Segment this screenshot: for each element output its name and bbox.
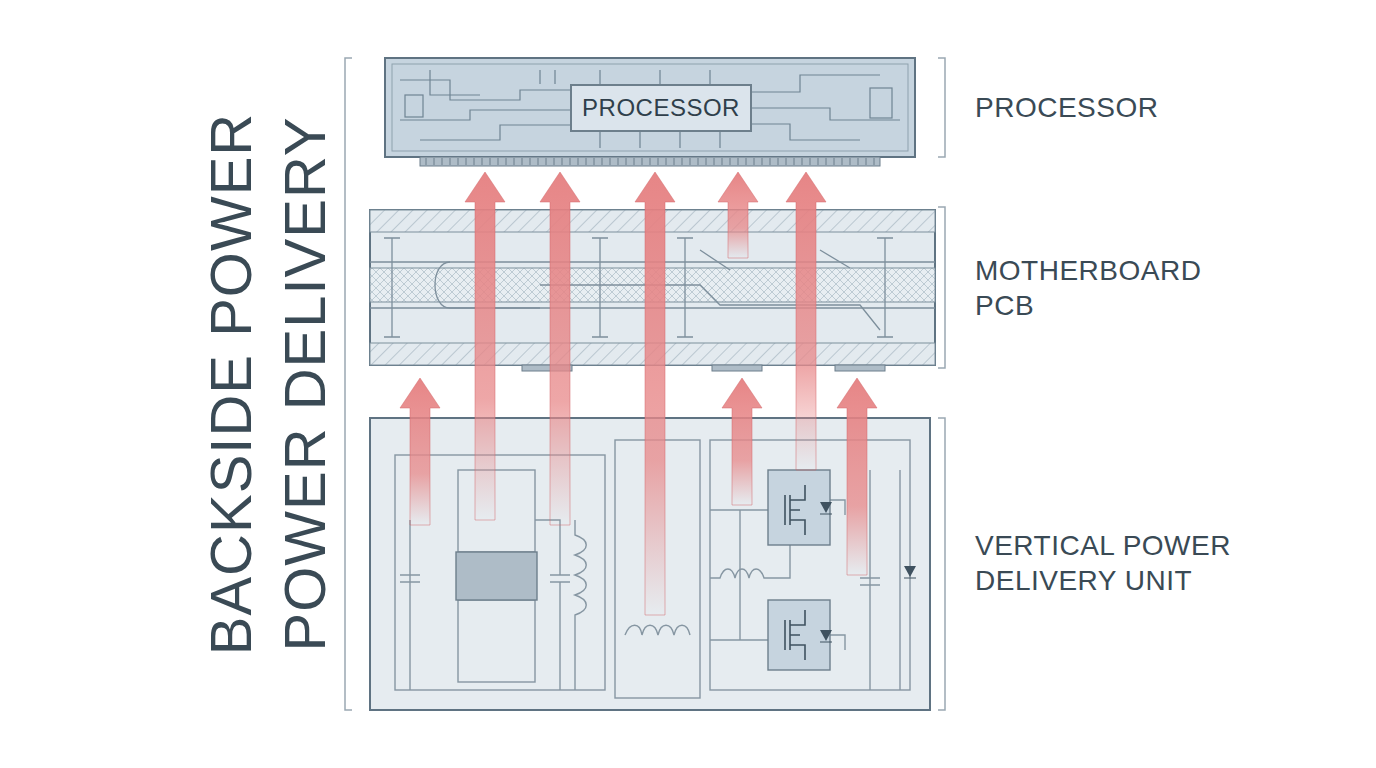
power-arrow — [722, 378, 762, 505]
power-arrow — [786, 172, 826, 470]
power-arrows — [400, 172, 877, 615]
power-arrow — [718, 172, 758, 258]
title: BACKSIDE POWER POWER DELIVERY — [194, 84, 342, 684]
power-arrow — [465, 172, 505, 520]
section-label: PROCESSOR — [975, 90, 1235, 125]
power-arrow — [540, 172, 580, 525]
processor-package — [385, 58, 915, 166]
power-arrow — [400, 378, 440, 525]
chip-label: PROCESSOR — [582, 94, 740, 122]
section-label: MOTHERBOARD PCB — [975, 253, 1205, 323]
section-label: VERTICAL POWER DELIVERY UNIT — [975, 528, 1237, 598]
power-arrow — [635, 172, 675, 615]
label-box: PROCESSOR — [570, 84, 752, 132]
power-arrow — [837, 378, 877, 575]
bracket — [345, 58, 945, 710]
